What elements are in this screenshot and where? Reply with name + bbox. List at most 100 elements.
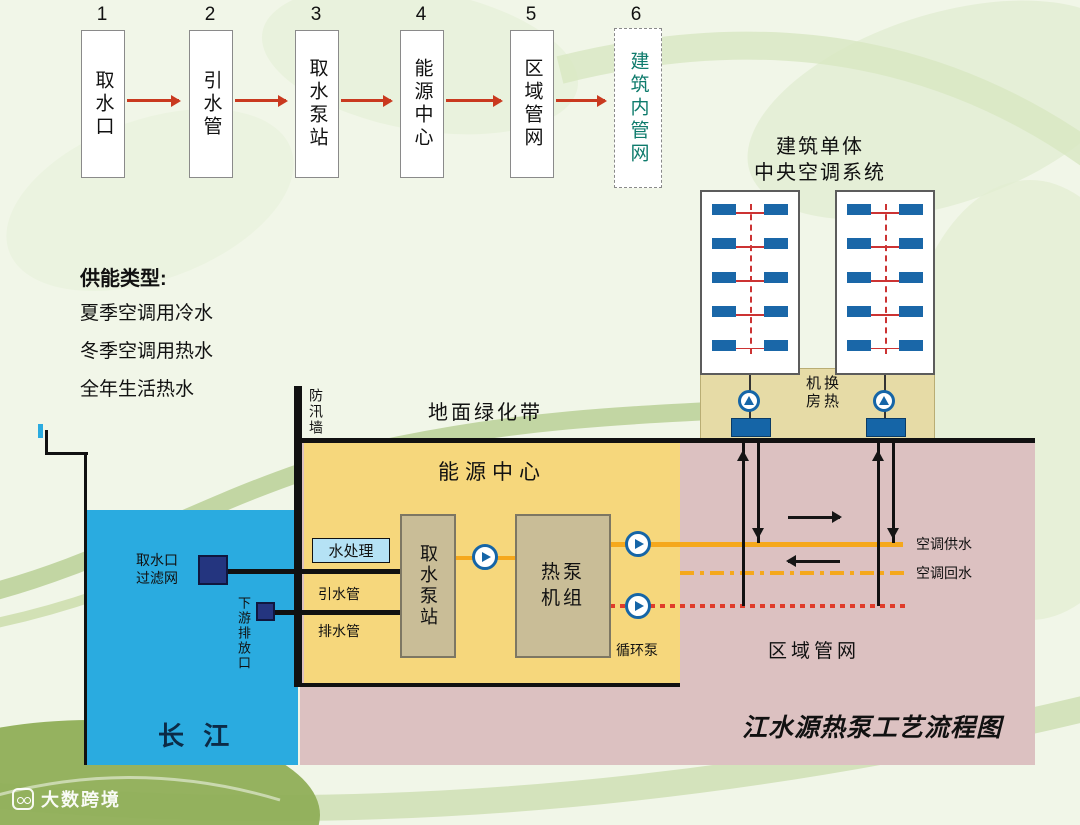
step-label: 区域管网 <box>521 58 543 150</box>
step-number-3: 3 <box>310 4 322 25</box>
flow-direction-arrow-icon <box>788 516 840 519</box>
step-label: 取水口 <box>92 69 114 139</box>
flow-direction-arrow-icon <box>788 560 840 563</box>
ac-return-line <box>680 571 906 575</box>
step-number-4: 4 <box>415 4 427 25</box>
building-b <box>835 190 935 375</box>
building-a-supply-riser-line <box>742 443 745 606</box>
step-number-2: 2 <box>204 4 216 25</box>
watermark-logo-icon <box>12 788 34 810</box>
down-arrow-icon <box>752 528 764 539</box>
fan-coil-column <box>764 204 788 351</box>
heat-pump-unit-box: 热泵 机组 <box>515 514 611 658</box>
circulation-pump-label: 循环泵 <box>616 642 658 658</box>
fan-coil-column <box>899 204 923 351</box>
water-level-marker <box>38 424 43 438</box>
ac-supply-label: 空调供水 <box>916 536 972 552</box>
coil-riser-line <box>885 204 887 354</box>
logo-dot-icon <box>24 797 31 804</box>
hot-water-dotted-line <box>610 604 906 608</box>
fan-coil-column <box>847 204 871 351</box>
energy-center-title: 能源中心 <box>438 461 546 484</box>
watermark: 大数跨境 <box>12 786 121 812</box>
down-arrow-icon <box>887 528 899 539</box>
heat-pump-label-line1: 热泵 <box>540 562 585 583</box>
greenbelt-label: 地面绿化带 <box>428 402 543 424</box>
heat-exchanger-unit <box>731 418 771 437</box>
pump-icon <box>738 390 760 412</box>
building-b-return-riser-line <box>892 443 895 543</box>
heat-pump-label-line2: 机组 <box>540 588 585 609</box>
fan-coil-column <box>712 204 736 351</box>
pump-direction-icon <box>634 601 644 611</box>
building-b-supply-riser-line <box>877 443 880 606</box>
supply-types-title: 供能类型: <box>80 268 167 290</box>
water-treatment-box: 水处理 <box>312 538 390 563</box>
flow-arrow-icon <box>341 99 391 102</box>
intake-filter-label: 取水口 过滤网 <box>120 551 194 587</box>
pump-icon <box>625 593 651 619</box>
step-box-pump-station: 取水泵站 <box>295 30 339 178</box>
diversion-pipe-label: 引水管 <box>318 586 360 602</box>
river-label: 长 江 <box>158 721 236 751</box>
step-box-energy-center: 能源中心 <box>400 30 444 178</box>
discharge-outlet-marker <box>256 602 275 621</box>
district-network-label: 区域管网 <box>768 641 861 662</box>
heat-exchanger-unit <box>866 418 906 437</box>
up-arrow-icon <box>737 450 749 461</box>
intake-pump-station-label: 取水泵站 <box>418 544 438 628</box>
drain-pipe-line <box>272 610 402 615</box>
drain-pipe-label: 排水管 <box>318 623 360 639</box>
up-arrow-icon <box>872 450 884 461</box>
discharge-outlet-label: 下游排放口 <box>236 596 251 671</box>
embankment-step-line <box>45 452 88 455</box>
buildings-title-line2: 中央空调系统 <box>754 162 886 184</box>
intake-pump-station-box: 取水泵站 <box>400 514 456 658</box>
pump-icon <box>873 390 895 412</box>
ac-supply-line <box>610 542 903 547</box>
supply-type-item: 冬季空调用热水 <box>80 341 214 362</box>
intake-screen-marker <box>198 555 228 585</box>
pump-direction-icon <box>744 396 754 405</box>
flood-wall <box>294 386 302 687</box>
river-area <box>86 510 298 765</box>
step-number-5: 5 <box>525 4 537 25</box>
intake-filter-label-line1: 取水口 <box>136 552 178 568</box>
flood-wall-label: 防汛墙 <box>308 388 324 436</box>
supply-type-item: 全年生活热水 <box>80 379 195 400</box>
river-left-wall-line <box>84 452 87 765</box>
flow-arrow-icon <box>556 99 605 102</box>
embankment-edge-line <box>45 430 48 454</box>
pump-direction-icon <box>634 539 644 549</box>
coil-riser-line <box>750 204 752 354</box>
buildings-title-line1: 建筑单体 <box>776 136 864 158</box>
machine-room-label: 换热机房 <box>804 375 839 411</box>
step-box-intake: 取水口 <box>81 30 125 178</box>
step-number-6: 6 <box>630 4 642 25</box>
diagram-caption: 江水源热泵工艺流程图 <box>742 715 1003 742</box>
ac-return-label: 空调回水 <box>916 565 972 581</box>
flow-arrow-icon <box>235 99 286 102</box>
energy-center-base-line <box>300 683 680 687</box>
flow-arrow-icon <box>127 99 179 102</box>
intake-filter-label-line2: 过滤网 <box>136 570 178 586</box>
supply-type-item: 夏季空调用冷水 <box>80 303 214 324</box>
step-label: 取水泵站 <box>306 58 328 150</box>
pump-icon <box>472 544 498 570</box>
pump-icon <box>625 531 651 557</box>
step-label: 建筑内管网 <box>627 50 649 166</box>
pump-direction-icon <box>879 396 889 405</box>
building-a <box>700 190 800 375</box>
ground-line <box>298 438 1035 443</box>
flow-arrow-icon <box>446 99 501 102</box>
intake-pipe-line <box>226 569 402 574</box>
step-box-district-network: 区域管网 <box>510 30 554 178</box>
step-box-building-network: 建筑内管网 <box>614 28 662 188</box>
step-label: 能源中心 <box>411 58 433 150</box>
logo-dot-icon <box>17 797 24 804</box>
watermark-text: 大数跨境 <box>41 790 121 810</box>
step-box-diversion-pipe: 引水管 <box>189 30 233 178</box>
pump-direction-icon <box>481 552 491 562</box>
step-number-1: 1 <box>96 4 108 25</box>
